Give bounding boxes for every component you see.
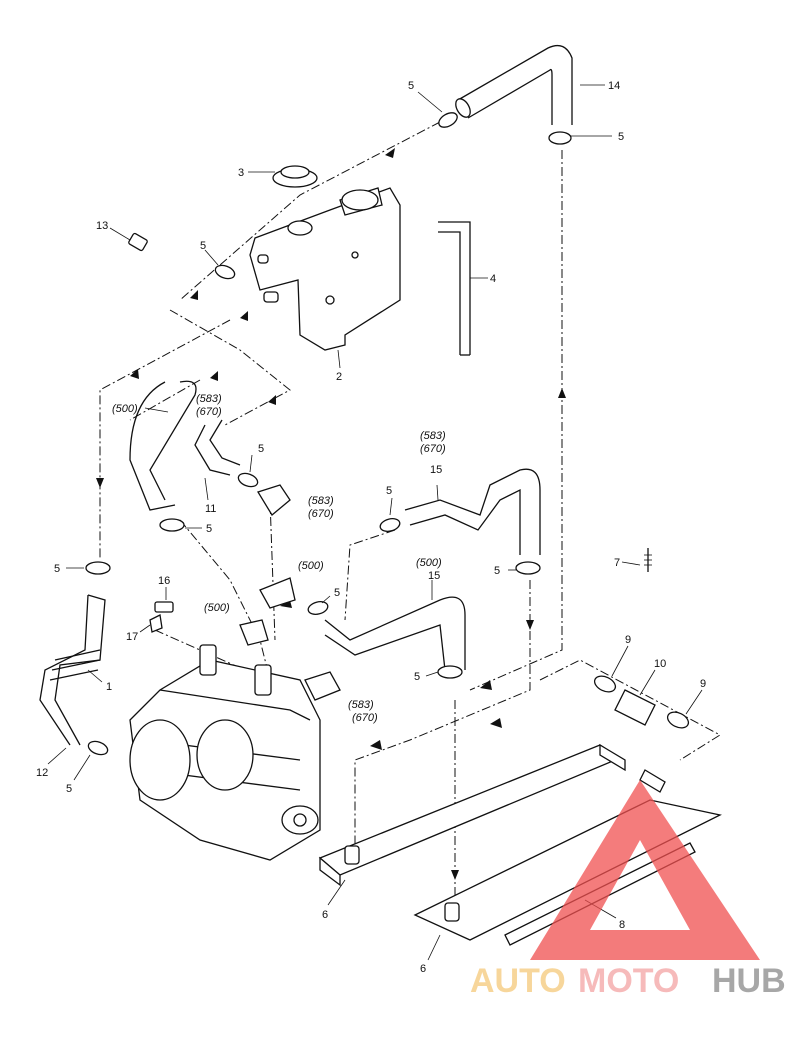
note-670: (670) (352, 712, 378, 724)
label-15: 15 (430, 464, 442, 476)
label-9: 9 (700, 678, 706, 690)
engine-block (129, 644, 321, 861)
label-5: 5 (386, 485, 392, 497)
flow-paths (99, 121, 721, 900)
hose-14 (455, 44, 573, 125)
label-5: 5 (54, 563, 60, 575)
label-3: 3 (238, 167, 244, 179)
note-500: (500) (416, 557, 442, 569)
label-16: 16 (158, 575, 170, 587)
label-6: 6 (322, 909, 328, 921)
note-583: (583) (196, 393, 222, 405)
flow-arrows (96, 148, 566, 880)
note-500: (500) (298, 560, 324, 572)
label-4: 4 (490, 273, 496, 285)
note-583: (583) (308, 495, 334, 507)
hose-clamps (85, 112, 572, 756)
note-670: (670) (420, 443, 446, 455)
temp-sensor (149, 601, 174, 633)
label-5: 5 (618, 131, 624, 143)
label-5: 5 (206, 523, 212, 535)
label-13: 13 (96, 220, 108, 232)
hose-15-upper (404, 468, 541, 555)
hose-12 (39, 594, 106, 746)
watermark: AUTO MOTO HUB (470, 780, 786, 1000)
hose-15-lower (324, 596, 466, 671)
fitting-13 (128, 232, 148, 252)
hose-fittings (239, 484, 341, 701)
label-5: 5 (414, 671, 420, 683)
watermark-triangle-logo (530, 780, 760, 960)
overflow-hose-4 (438, 221, 471, 356)
label-5: 5 (334, 587, 340, 599)
note-583: (583) (420, 430, 446, 442)
note-670: (670) (196, 406, 222, 418)
label-7: 7 (614, 557, 620, 569)
coolant-reservoir (249, 187, 401, 351)
label-11: 11 (205, 503, 216, 515)
label-5: 5 (200, 240, 206, 252)
part-labels: 14 5 5 3 13 5 4 2 (500) (583) (670) (583… (36, 80, 706, 975)
label-2: 2 (336, 371, 342, 383)
label-12: 12 (36, 767, 48, 779)
label-1: 1 (106, 681, 112, 693)
label-14: 14 (608, 80, 620, 92)
note-670: (670) (308, 508, 334, 520)
label-9: 9 (625, 634, 631, 646)
label-5: 5 (408, 80, 414, 92)
radiator-cap (272, 165, 318, 188)
label-5: 5 (66, 783, 72, 795)
label-10: 10 (654, 658, 666, 670)
leader-lines (47, 84, 703, 961)
watermark-brand-auto: AUTO (470, 962, 566, 1000)
label-5: 5 (494, 565, 500, 577)
note-500: (500) (204, 602, 230, 614)
watermark-brand-moto: MOTO (578, 962, 679, 1000)
label-17: 17 (126, 631, 138, 643)
label-6: 6 (420, 963, 426, 975)
label-15: 15 (428, 570, 440, 582)
label-8: 8 (619, 919, 625, 931)
coupler-hose-10 (593, 675, 690, 729)
note-583: (583) (348, 699, 374, 711)
hose-11 (129, 380, 241, 511)
screw-7 (644, 548, 652, 572)
watermark-brand-hub: HUB (712, 962, 786, 1000)
label-5: 5 (258, 443, 264, 455)
note-500: (500) (112, 403, 138, 415)
